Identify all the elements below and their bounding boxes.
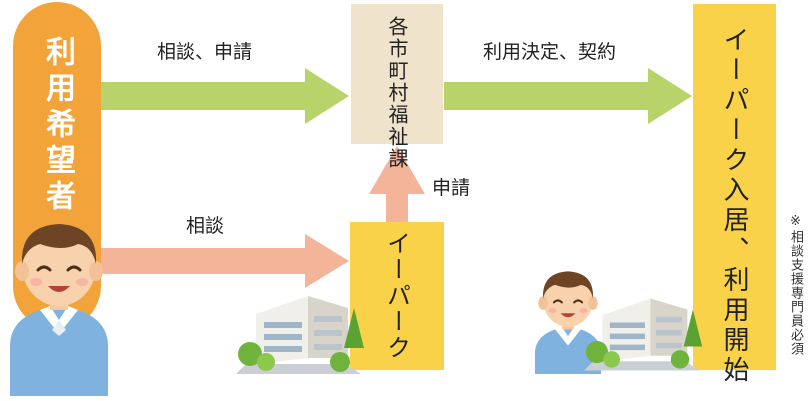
welfare-office-node: 各市町村福祉課 xyxy=(351,4,443,170)
edge-label-decision-contract: 利用決定、契約 xyxy=(483,41,617,63)
arrow-epark-to-welfare xyxy=(369,146,425,222)
edge-label-consult-apply: 相談、申請 xyxy=(157,41,253,63)
welfare-office-label: 各市町村福祉課 xyxy=(385,16,409,170)
start-node: イーパーク入居、利用開始 xyxy=(693,4,776,386)
start-label: イーパーク入居、利用開始 xyxy=(719,26,749,386)
person-illustration xyxy=(10,224,108,396)
epark-node: イーパーク xyxy=(350,222,444,370)
arrow-welfare-to-start xyxy=(444,68,692,124)
side-note: ※相談支援専門員必須 xyxy=(788,214,803,356)
arrow-applicant-to-epark xyxy=(101,234,349,288)
arrow-applicant-to-welfare xyxy=(101,68,349,124)
epark-label: イーパーク xyxy=(382,231,411,361)
person-small-illustration xyxy=(534,271,602,374)
building-illustration xyxy=(236,296,364,374)
building-right-illustration xyxy=(584,298,703,371)
edge-label-consult: 相談 xyxy=(186,215,225,237)
applicant-label: 利用希望者 xyxy=(40,36,75,216)
edge-label-apply: 申請 xyxy=(432,177,471,199)
